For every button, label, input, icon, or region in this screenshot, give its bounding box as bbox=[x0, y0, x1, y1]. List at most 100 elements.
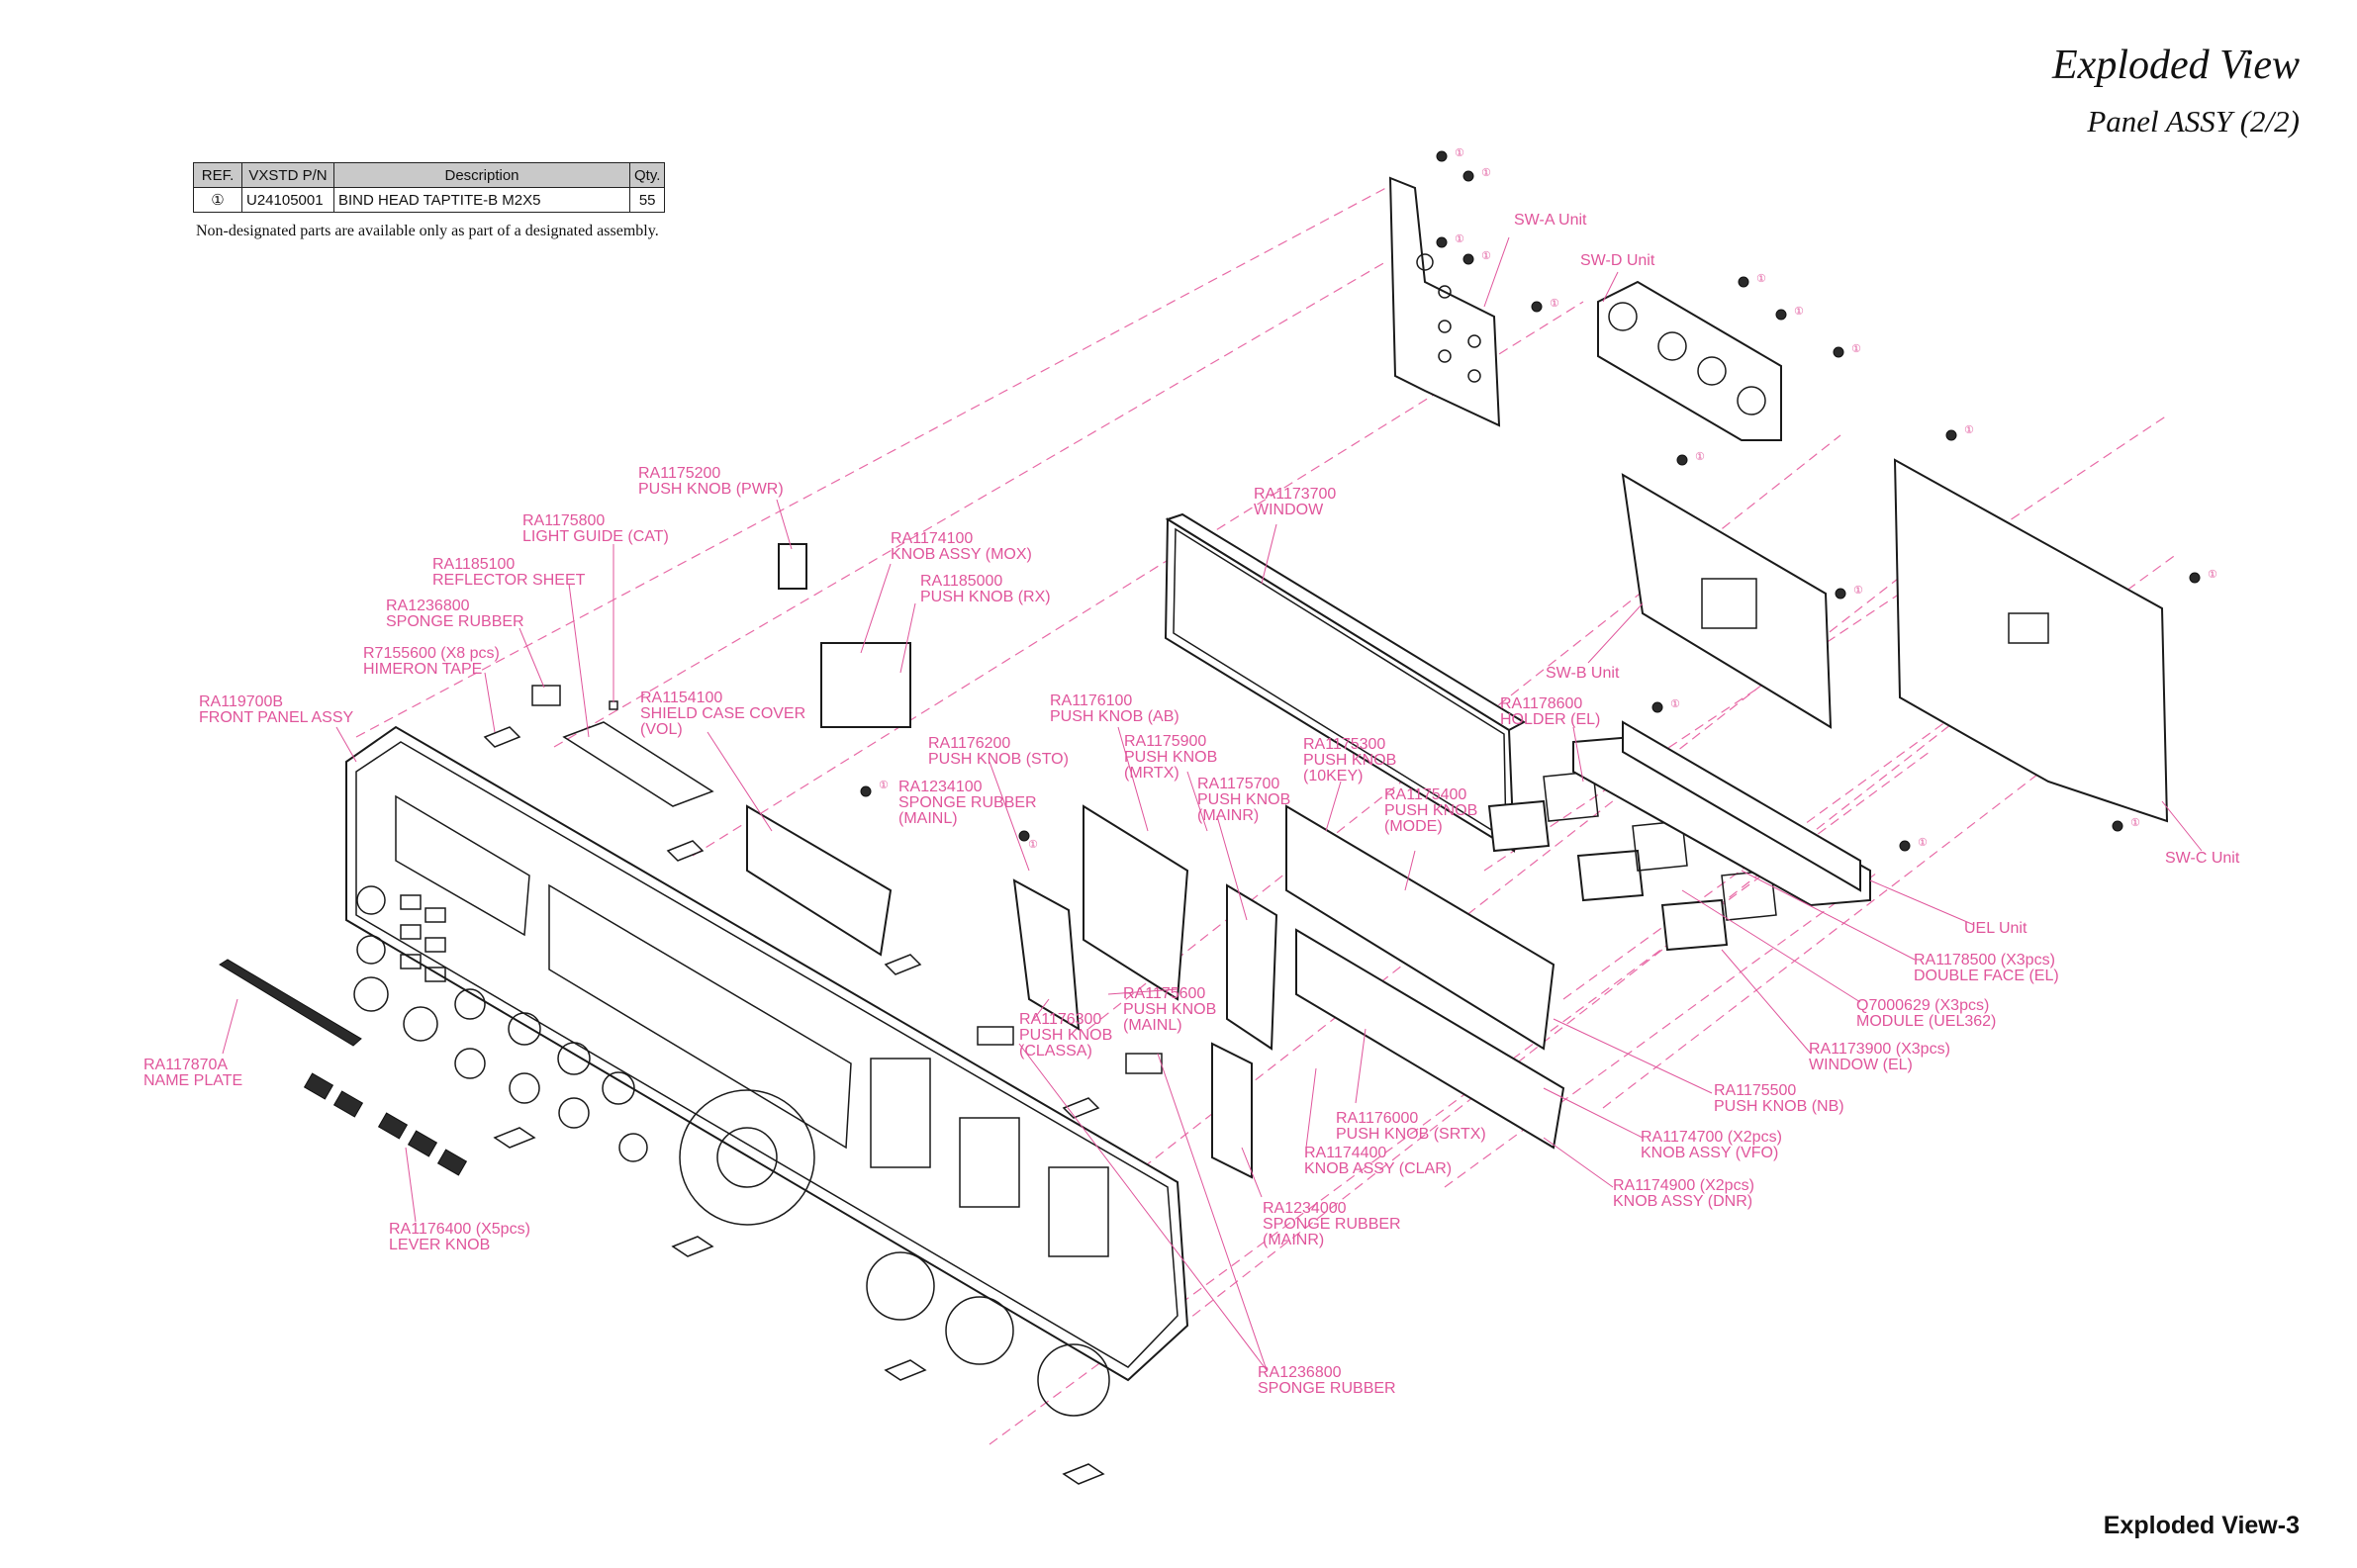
screw-1: ① bbox=[1436, 146, 1464, 162]
sw-d-unit bbox=[1597, 280, 1782, 441]
screw-ref-mark: ① bbox=[1964, 423, 1974, 436]
screw-12: ① bbox=[1835, 584, 1863, 600]
screw-15: ① bbox=[860, 779, 889, 797]
screw-2: ① bbox=[1462, 166, 1491, 182]
page-title: Exploded View bbox=[2052, 43, 2300, 88]
front-panel-buttons bbox=[400, 894, 1109, 1257]
name-plate bbox=[219, 959, 362, 1047]
screw-13: ① bbox=[1651, 697, 1680, 713]
cell-ref: ① bbox=[193, 187, 242, 213]
screw-ref-mark: ① bbox=[879, 779, 889, 791]
label-lever-knob: RA1176400 (X5pcs)LEVER KNOB bbox=[389, 1221, 530, 1253]
screw-ref-mark: ① bbox=[1481, 166, 1491, 179]
screw-ref-mark: ① bbox=[1550, 297, 1559, 310]
leader-lines bbox=[222, 236, 2203, 1371]
label-uel: UEL Unit bbox=[1964, 920, 2027, 937]
el-windows bbox=[1487, 771, 1777, 952]
screw-9: ① bbox=[1945, 423, 1974, 441]
label-sw-c: SW-C Unit bbox=[2165, 850, 2240, 867]
screw-4: ① bbox=[1462, 249, 1491, 265]
window bbox=[1164, 512, 1527, 853]
holder-el-uel bbox=[1572, 720, 1871, 907]
front-panel-assy bbox=[345, 725, 1189, 1417]
push-knob-groups bbox=[1083, 804, 1565, 1179]
sw-b-unit bbox=[1621, 473, 1833, 729]
screw-14: ① bbox=[1899, 836, 1928, 852]
screw-10: ① bbox=[2189, 568, 2217, 584]
sponge-rubbers bbox=[531, 685, 1163, 1074]
screw-17: ① bbox=[2112, 816, 2140, 832]
cell-pn: U24105001 bbox=[241, 187, 334, 213]
cell-desc: BIND HEAD TAPTITE-B M2X5 bbox=[333, 187, 630, 213]
col-pn: VXSTD P/N bbox=[241, 162, 334, 188]
label-sw-d: SW-D Unit bbox=[1580, 252, 1655, 269]
table-row: ① U24105001 BIND HEAD TAPTITE-B M2X5 55 bbox=[193, 187, 666, 213]
screw-ref-mark: ① bbox=[1455, 232, 1464, 245]
screw-ref-mark: ① bbox=[1481, 249, 1491, 262]
sw-a-unit bbox=[1388, 176, 1501, 427]
front-panel-knobs bbox=[353, 885, 1110, 1417]
screw-ref-mark: ① bbox=[1756, 272, 1766, 285]
label-dnr: RA1174900 (X2pcs)KNOB ASSY (DNR) bbox=[1613, 1177, 1754, 1210]
screws: ① ① ① ① ① ① ① ① ① ① ① ① ① ① ① ① ① bbox=[860, 146, 2217, 852]
col-desc: Description bbox=[333, 162, 630, 188]
parts-table: REF. VXSTD P/N Description Qty. ① U24105… bbox=[193, 162, 666, 213]
screw-16: ① bbox=[1018, 830, 1038, 851]
lever-knobs bbox=[303, 1072, 468, 1176]
screw-8: ① bbox=[1833, 342, 1861, 358]
screw-ref-mark: ① bbox=[1853, 584, 1863, 597]
page-footer: Exploded View-3 bbox=[2103, 1512, 2300, 1539]
sw-c-unit bbox=[1893, 458, 2169, 823]
screw-7: ① bbox=[1775, 305, 1804, 321]
label-window-el: RA1173900 (X3pcs)WINDOW (EL) bbox=[1809, 1041, 1950, 1073]
screw-ref-mark: ① bbox=[1851, 342, 1861, 355]
label-vfo: RA1174700 (X2pcs)KNOB ASSY (VFO) bbox=[1641, 1129, 1782, 1161]
screw-ref-mark: ① bbox=[2130, 816, 2140, 829]
page-subtitle: Panel ASSY (2/2) bbox=[2087, 104, 2300, 138]
screw-ref-mark: ① bbox=[2208, 568, 2217, 581]
col-ref: REF. bbox=[193, 162, 242, 188]
screw-5: ① bbox=[1531, 297, 1559, 313]
table-header-row: REF. VXSTD P/N Description Qty. bbox=[193, 162, 666, 188]
screw-6: ① bbox=[1738, 272, 1766, 288]
reflector-sheet bbox=[562, 721, 714, 807]
col-qty: Qty. bbox=[628, 162, 666, 188]
label-module: Q7000629 (X3pcs)MODULE (UEL362) bbox=[1856, 997, 1996, 1030]
cell-qty: 55 bbox=[628, 187, 666, 213]
shield-case-cover bbox=[746, 804, 1081, 1031]
label-himeron: R7155600 (X8 pcs)HIMERON TAPE bbox=[363, 645, 500, 678]
screw-ref-mark: ① bbox=[1455, 146, 1464, 159]
parts-note: Non-designated parts are available only … bbox=[196, 223, 659, 239]
screw-ref-mark: ① bbox=[1028, 838, 1038, 851]
screw-3: ① bbox=[1436, 232, 1464, 248]
screw-11: ① bbox=[1676, 450, 1705, 466]
screw-ref-mark: ① bbox=[1670, 697, 1680, 710]
knob-assy-mox bbox=[778, 543, 911, 728]
himeron-tapes bbox=[483, 726, 1105, 1485]
